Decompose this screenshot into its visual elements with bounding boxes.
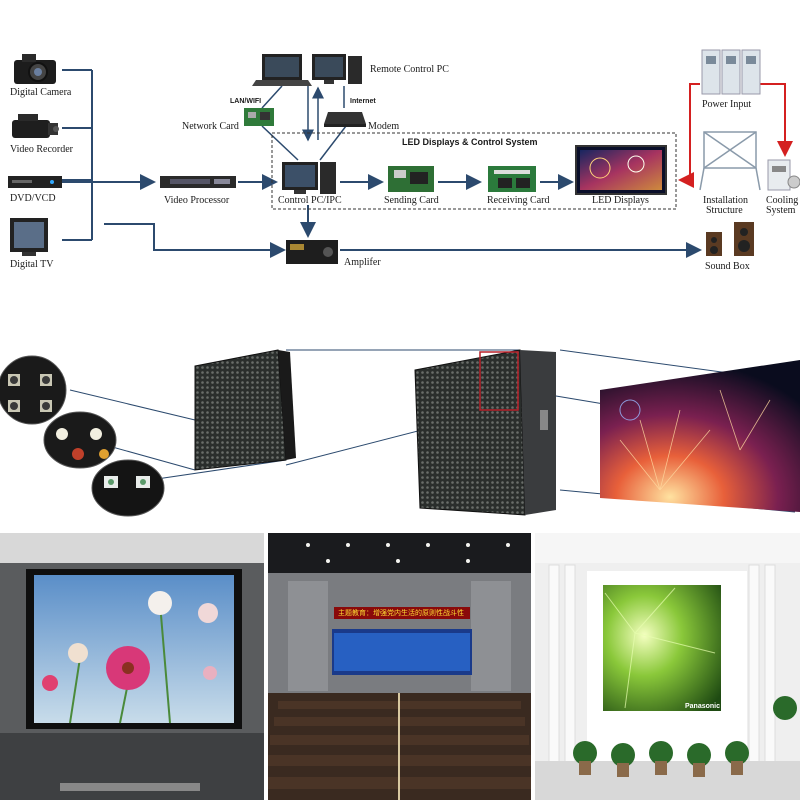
video-recorder-icon bbox=[12, 114, 59, 138]
label-internet: Internet bbox=[350, 98, 376, 105]
label-amplifier: Amplifer bbox=[344, 257, 381, 268]
label-dvd-vcd: DVD/VCD bbox=[10, 193, 56, 204]
power-arrow bbox=[678, 83, 700, 188]
label-receiving-card: Receiving Card bbox=[487, 195, 550, 206]
led-pixel-closeup-1 bbox=[0, 355, 67, 425]
power-input-icon bbox=[701, 49, 761, 95]
flower-graphic bbox=[42, 591, 218, 724]
label-video-recorder: Video Recorder bbox=[10, 144, 73, 155]
remote-desktop-icon bbox=[312, 54, 362, 84]
label-structure: Structure bbox=[706, 205, 743, 216]
led-pixel-closeup-2 bbox=[43, 411, 117, 469]
led-screen-fireworks bbox=[600, 360, 800, 512]
label-digital-tv: Digital TV bbox=[10, 259, 54, 270]
label-system: System bbox=[766, 205, 796, 216]
label-power-input: Power Input bbox=[702, 99, 752, 110]
sound-box-icon bbox=[706, 222, 754, 256]
led-module-panel bbox=[194, 349, 296, 471]
receiving-card-icon bbox=[488, 166, 536, 192]
amplifier-icon bbox=[286, 240, 338, 264]
exploded-graphics bbox=[0, 349, 800, 517]
label-cooling: Cooling bbox=[766, 195, 799, 206]
label-installation: Installation bbox=[703, 195, 748, 206]
cooling-system-icon bbox=[767, 159, 800, 191]
led-pixel-closeup-3 bbox=[91, 459, 165, 517]
dvd-player-icon bbox=[8, 176, 62, 188]
label-digital-camera: Digital Camera bbox=[10, 87, 72, 98]
module-exploded-view bbox=[0, 330, 800, 530]
diagram-graphics bbox=[8, 49, 800, 264]
remote-laptop-icon bbox=[252, 54, 312, 86]
installation-structure-icon bbox=[699, 131, 761, 191]
digital-camera-icon bbox=[14, 54, 56, 84]
system-diagram: Digital Camera Video Recorder DVD/VCD Di… bbox=[0, 0, 800, 300]
auditorium-ticker-text: 主题教育：增强党内生活的原则性战斗性 bbox=[338, 610, 464, 617]
digital-tv-icon bbox=[10, 218, 48, 256]
label-led-displays: LED Displays bbox=[592, 195, 649, 206]
showroom-display bbox=[603, 585, 721, 711]
photo-showroom-screen: Panasonic bbox=[535, 533, 800, 800]
ticker-board bbox=[334, 607, 470, 619]
arrow-to-amplifier bbox=[104, 223, 286, 258]
network-card-icon bbox=[244, 108, 274, 126]
source-bracket bbox=[62, 69, 93, 241]
led-display-icon bbox=[575, 145, 667, 195]
power-cooling-arrow bbox=[760, 83, 793, 157]
led-cabinet bbox=[414, 349, 556, 516]
modem-icon bbox=[324, 112, 366, 127]
label-modem: Modem bbox=[368, 121, 400, 132]
led-system-box bbox=[271, 132, 677, 210]
label-control-pc: Control PC/IPC bbox=[278, 195, 342, 206]
label-remote-control-pc: Remote Control PC bbox=[370, 64, 449, 75]
sending-card-icon bbox=[388, 166, 434, 192]
diagram-title: LED Displays & Control System bbox=[402, 137, 538, 147]
video-processor-icon bbox=[160, 176, 236, 188]
photo-indoor-screen bbox=[0, 533, 264, 800]
label-video-processor: Video Processor bbox=[164, 195, 230, 206]
label-lan-wifi: LAN/WIFI bbox=[230, 98, 262, 105]
label-sound-box: Sound Box bbox=[705, 261, 750, 272]
label-sending-card: Sending Card bbox=[384, 195, 439, 206]
display-brand-text: Panasonic bbox=[685, 703, 721, 710]
control-pc-icon bbox=[282, 162, 336, 194]
label-network-card: Network Card bbox=[182, 121, 239, 132]
photo-auditorium: 主题教育：增强党内生活的原则性战斗性 bbox=[268, 533, 531, 800]
